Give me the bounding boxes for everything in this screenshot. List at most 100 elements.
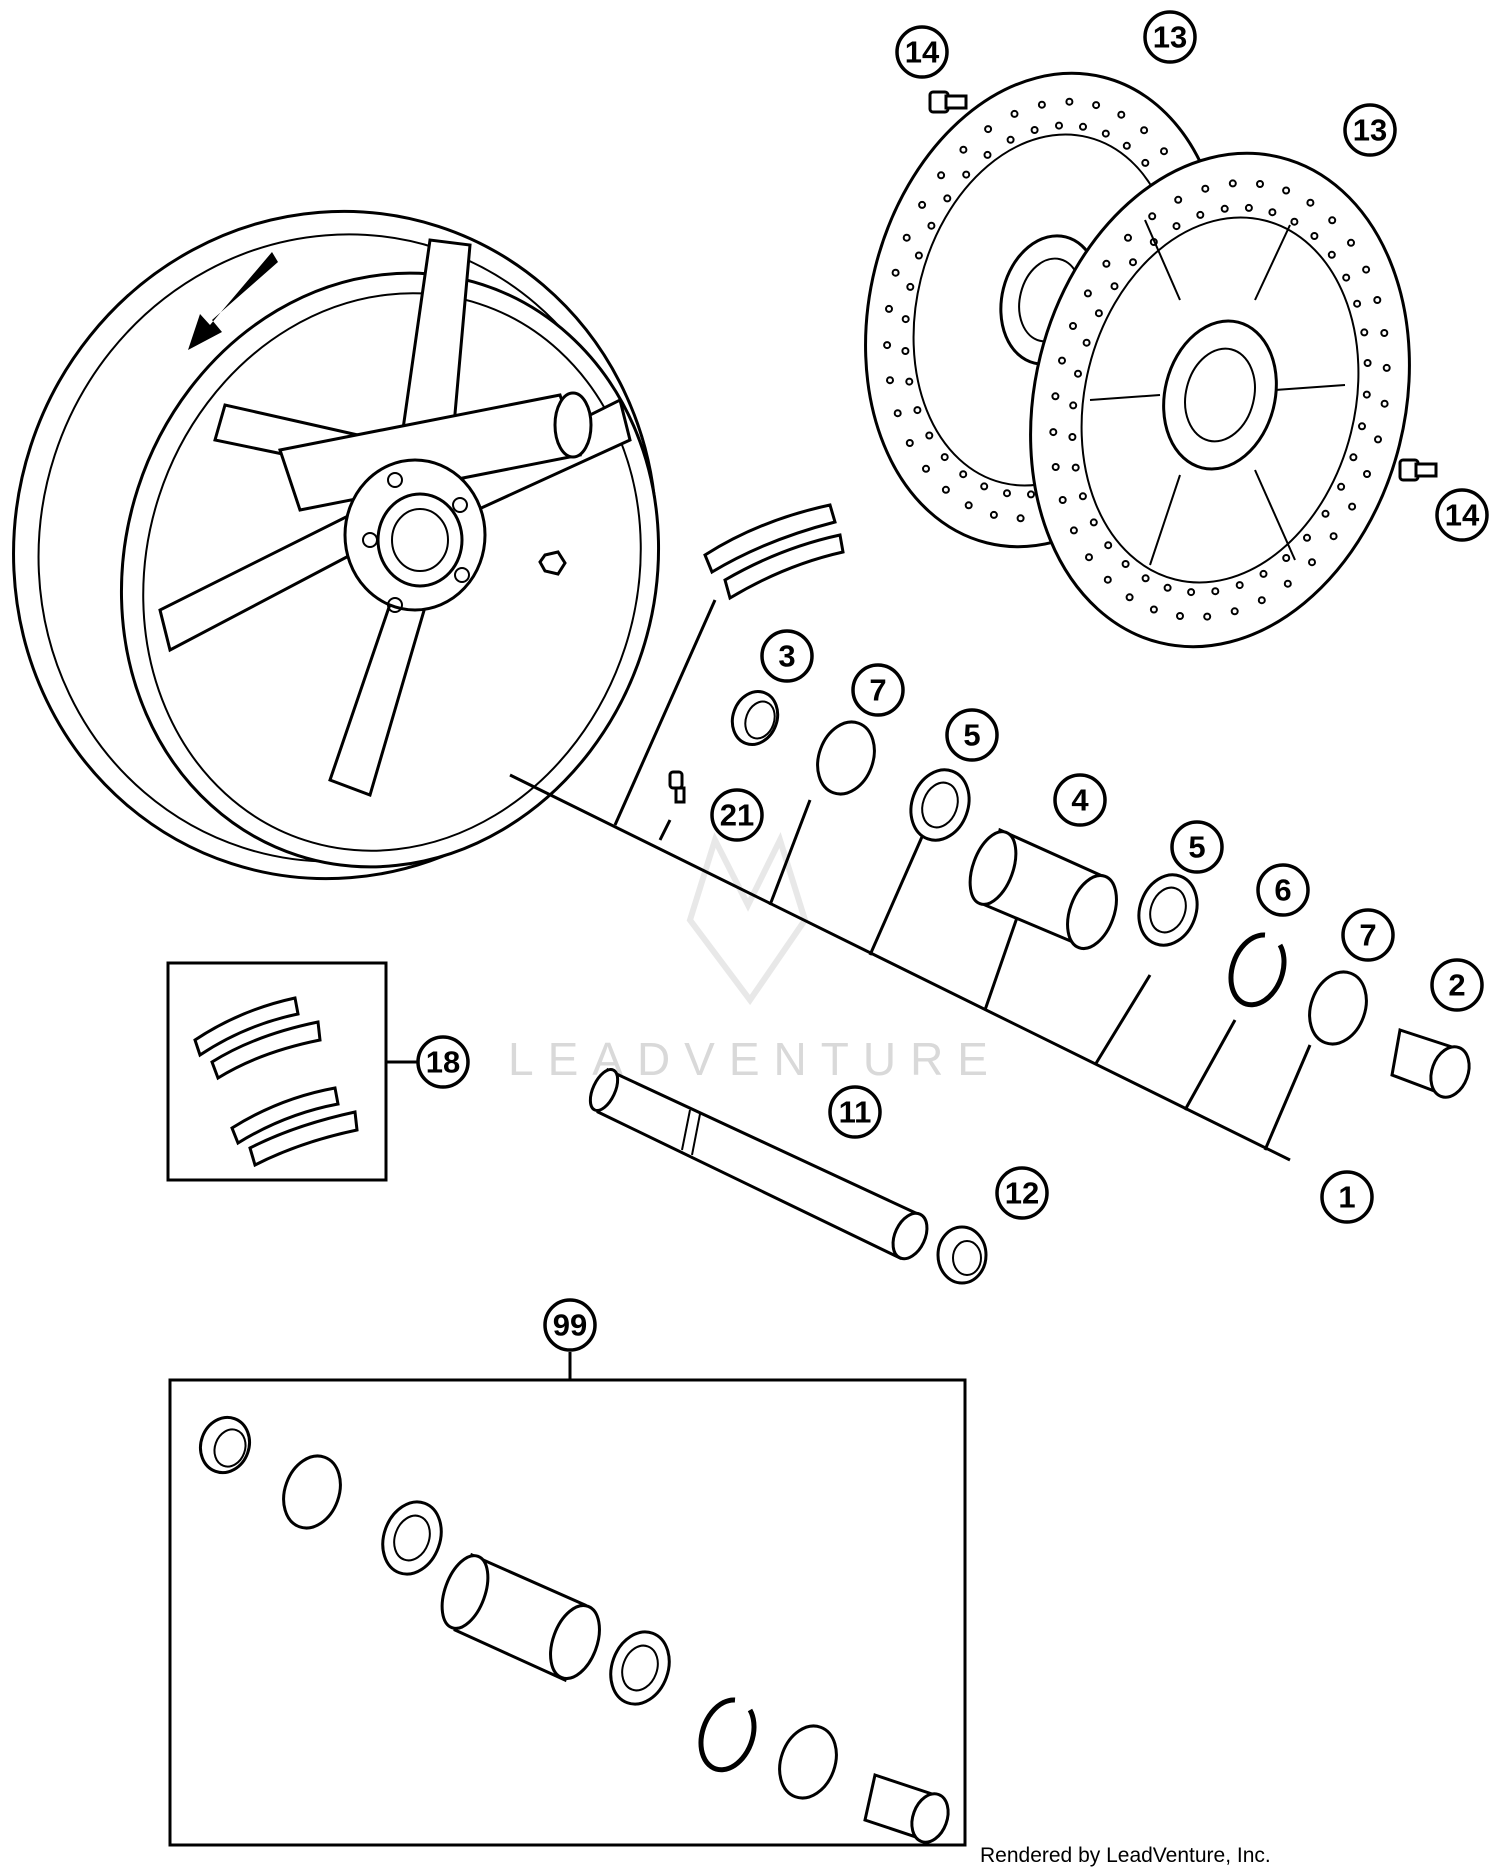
callout-14a[interactable]: 14 [895,25,949,79]
disc-hole [1283,579,1292,588]
disc-hole [1051,392,1060,401]
disc-hole [1362,390,1371,399]
disc-hole [922,464,930,473]
disc-hole [1282,186,1291,195]
inset-box-18 [166,961,420,1182]
disc-hole [1141,158,1150,167]
svg-text:13: 13 [1353,113,1387,148]
disc-hole [1358,422,1366,431]
disc-hole [1102,259,1111,268]
disc-hole [1329,532,1338,541]
disc-hole [1349,453,1358,462]
disc-hole [1328,216,1337,225]
disc-hole [1327,250,1336,259]
callout-12[interactable]: 12 12 [995,1166,1049,1220]
part-distance-tube-4 [968,827,1118,950]
part-spacer-2 [1390,1028,1471,1099]
disc-hole [1310,232,1319,240]
callout-99[interactable]: 99 [543,1298,597,1352]
disc-hole [1160,147,1168,156]
disc-hole [941,485,950,494]
disc-hole [1244,203,1253,212]
disc-hole [1079,122,1087,131]
disc-hole [905,377,914,386]
disc-hole [1163,583,1172,592]
disc-hole [1049,428,1058,437]
callout-14b[interactable]: 14 [1435,488,1489,542]
disc-hole [1082,338,1091,347]
watermark: LEADVENTURE [508,831,988,1085]
svg-text:13: 13 [1153,20,1187,55]
part-bearing-5b [1137,873,1199,947]
callout-2[interactable]: 2 [1430,958,1484,1012]
disc-hole [1380,399,1389,408]
disc-hole [1068,433,1077,441]
part-axle-nut-12 [936,1225,988,1285]
disc-hole [914,251,923,260]
disc-hole [1256,180,1264,188]
callout-7b[interactable]: 7 [1341,908,1395,962]
callout-5b[interactable]: 5 [1170,820,1224,874]
disc-hole [1104,541,1113,550]
callout-13a[interactable]: 13 [1143,10,1197,64]
part-valve-21 [668,770,686,804]
disc-hole [1065,97,1074,106]
callout-3[interactable]: 3 [760,629,814,683]
callout-11[interactable]: 7 11 [828,1085,882,1139]
balance-weight [703,503,845,601]
disc-hole [1055,121,1063,130]
disc-hole [1101,129,1110,138]
callout-13b[interactable]: 13 [1343,103,1397,157]
disc-hole [1141,574,1150,583]
disc-hole [1094,309,1103,318]
part-spacer-3 [730,690,780,746]
callout-18[interactable]: 18 [416,1035,470,1089]
svg-text:21: 21 [720,798,754,833]
disc-hole [1373,296,1382,304]
disc-hole [1003,489,1011,498]
disc-hole [886,376,894,385]
disc-hole [1382,363,1391,372]
disc-hole [1074,369,1082,378]
disc-hole [1071,463,1080,472]
disc-hole [1122,141,1131,150]
bolt-14-top [928,90,968,114]
callout-6[interactable]: 6 [1256,863,1310,917]
disc-hole [1176,612,1184,620]
disc-hole [1211,587,1220,596]
disc-hole [1268,208,1277,217]
disc-hole [1085,553,1093,562]
disc-hole [1006,135,1015,144]
disc-hole [1363,470,1371,478]
watermark-logo-icon [686,831,809,1006]
disc-hole [1103,575,1112,584]
svg-text:3: 3 [778,639,795,674]
callout-4[interactable]: 4 [1053,773,1107,827]
disc-hole [1201,184,1210,193]
disc-hole [905,439,914,447]
part-seal-7a [816,720,876,796]
disc-hole [1083,289,1092,298]
disc-hole [891,268,900,277]
disc-hole [959,145,968,154]
callout-21[interactable]: 21 [710,788,764,842]
disc-hole [925,431,934,440]
disc-hole [1228,179,1237,188]
callout-7a[interactable]: 7 [851,663,905,717]
part-bearing-5a [909,768,971,842]
disc-hole [1078,492,1087,501]
disc-hole [1125,593,1134,602]
brake-disc-right [1029,151,1411,649]
disc-hole [906,282,915,291]
disc-hole [1360,328,1369,337]
callout-5a[interactable]: 5 [945,708,999,762]
disc-hole [1203,612,1212,621]
disc-hole [918,200,927,209]
kit-box-99 [168,1352,967,1847]
disc-hole [913,406,922,415]
disc-hole [1257,596,1266,605]
callout-1[interactable]: 1 [1320,1170,1374,1224]
disc-hole [943,194,952,203]
svg-text:11: 11 [839,1095,872,1130]
disc-hole [901,347,910,355]
